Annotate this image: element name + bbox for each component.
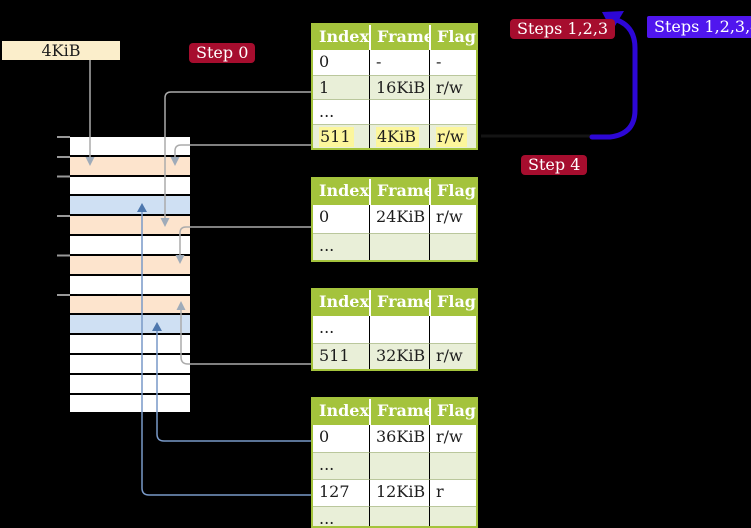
arrow-l3e0-to-24kib xyxy=(179,226,311,256)
table-cell: ... xyxy=(313,506,369,526)
column-header: Flags xyxy=(429,25,476,50)
table-cell-highlighted: r/w xyxy=(429,123,476,148)
column-header: Index xyxy=(313,25,369,50)
page-table-2: Index Frame Flags 0 24KiB r/w ... xyxy=(311,177,478,262)
table-cell-highlighted: 4KiB xyxy=(369,123,429,148)
step-0-badge: Step 0 xyxy=(189,43,256,63)
table-cell: 0 xyxy=(319,207,330,226)
column-header: Frame xyxy=(369,179,429,205)
page-table-1: Index Frame Flags 0 - - 1 16KiB r/w ... … xyxy=(311,23,478,150)
table-cell: ... xyxy=(313,452,369,479)
table-cell: r/w xyxy=(429,425,476,452)
memory-column xyxy=(70,137,190,415)
steps-123-badge: Steps 1,2,3 xyxy=(510,19,616,39)
table-cell: r/w xyxy=(429,205,476,233)
column-header: Index xyxy=(313,290,369,316)
memory-row-3 xyxy=(70,176,190,195)
column-header: Flags xyxy=(429,290,476,316)
table-cell xyxy=(429,506,476,526)
table-cell xyxy=(429,452,476,479)
column-header: Frame xyxy=(369,399,429,425)
table-cell: 36KiB xyxy=(369,425,429,452)
memory-row-1 xyxy=(70,137,190,155)
column-header: Frame xyxy=(369,290,429,316)
table-cell xyxy=(369,99,429,124)
table-cell: 127 xyxy=(313,479,369,506)
column-header: Flags xyxy=(429,179,476,205)
table-cell: 12KiB xyxy=(369,479,429,506)
table-cell: r/w xyxy=(429,74,476,99)
memory-row-8 xyxy=(70,275,190,294)
table-cell xyxy=(429,99,476,124)
table-cell xyxy=(429,232,476,260)
step-4-badge: Step 4 xyxy=(521,155,588,175)
table-cell: 511 xyxy=(313,342,369,369)
table-cell: - xyxy=(369,50,429,75)
memory-row-14 xyxy=(70,394,190,413)
memory-row-9 xyxy=(70,295,190,314)
memory-row-11 xyxy=(70,335,190,353)
table-cell: 16KiB xyxy=(369,74,429,99)
page-size-label: 4KiB xyxy=(2,41,120,60)
arrow-l2e511-to-32kib xyxy=(180,310,311,365)
memory-row-7 xyxy=(70,255,190,274)
memory-ticks xyxy=(57,136,70,296)
memory-row-13 xyxy=(70,374,190,393)
memory-row-12 xyxy=(70,355,190,373)
column-header: Index xyxy=(313,179,369,205)
table-cell: 1 xyxy=(313,74,369,99)
table-cell: ... xyxy=(313,232,369,260)
table-cell-highlighted: 511 xyxy=(313,123,369,148)
memory-row-10 xyxy=(70,315,190,334)
page-table-3: Index Frame Flags ... 511 32KiB r/w xyxy=(311,288,478,371)
table-cell: - xyxy=(429,50,476,75)
memory-row-2 xyxy=(70,156,190,175)
memory-row-4 xyxy=(70,196,190,215)
table-cell: 0 xyxy=(319,427,330,446)
arrow-l4e511-to-4kib xyxy=(174,144,311,158)
table-cell xyxy=(369,316,429,343)
table-cell: 0 xyxy=(319,52,330,71)
page-table-4: Index Frame Flags 0 36KiB r/w ... 127 12… xyxy=(311,397,478,528)
column-header: Flags xyxy=(429,399,476,425)
steps-1234-badge: Steps 1,2,3,4 xyxy=(647,16,751,38)
table-cell: 32KiB xyxy=(369,342,429,369)
column-header: Frame xyxy=(369,25,429,50)
table-cell: r/w xyxy=(429,342,476,369)
table-cell: 24KiB xyxy=(369,205,429,233)
column-header: Index xyxy=(313,399,369,425)
table-cell: ... xyxy=(313,99,369,124)
table-cell: r xyxy=(429,479,476,506)
memory-row-6 xyxy=(70,236,190,254)
table-cell xyxy=(429,316,476,343)
memory-row-5 xyxy=(70,216,190,235)
table-cell xyxy=(369,506,429,526)
table-cell: ... xyxy=(319,318,335,337)
table-cell xyxy=(369,452,429,479)
table-cell xyxy=(369,232,429,260)
